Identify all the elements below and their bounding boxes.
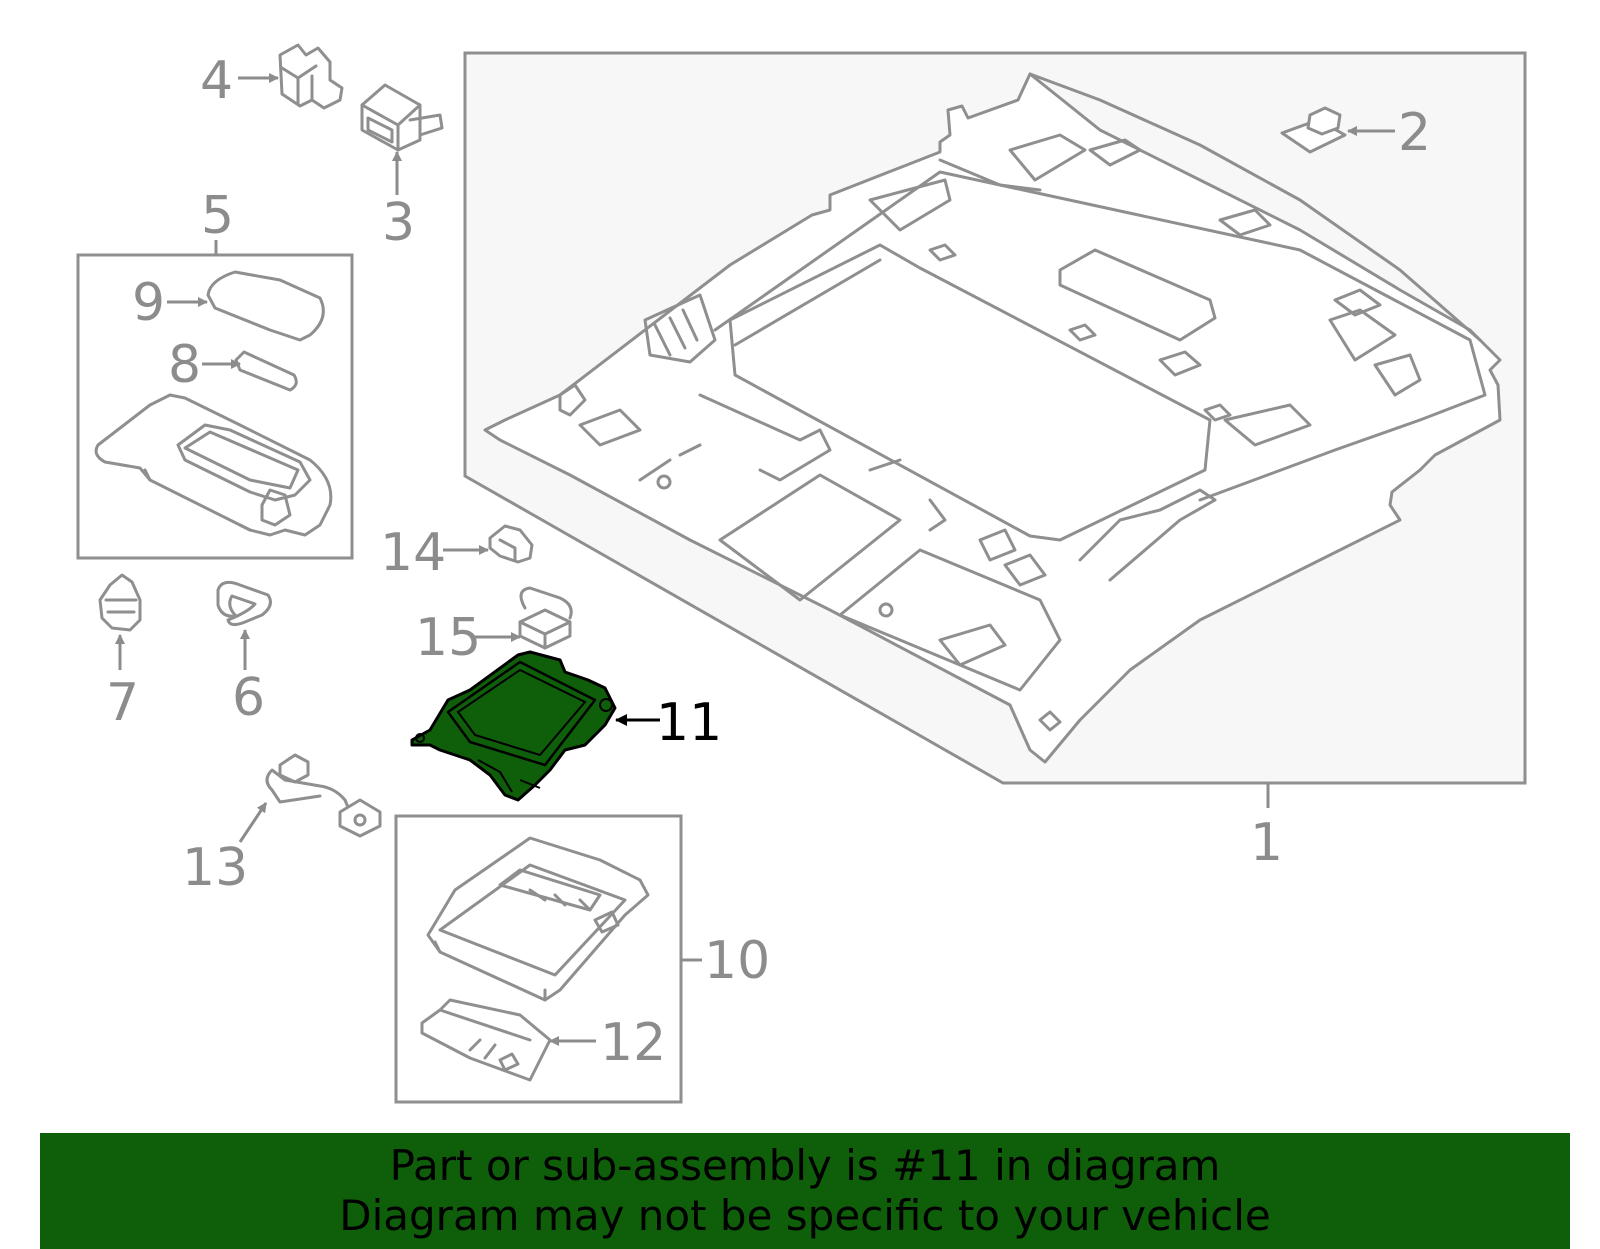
bracket-part-11-highlighted — [410, 650, 617, 802]
clip-part-2 — [1280, 106, 1347, 154]
callout-8: 8 — [168, 335, 201, 395]
callout-7: 7 — [106, 673, 139, 733]
wire-harness-part-13 — [265, 753, 382, 838]
hook-part-4 — [278, 43, 344, 110]
sun-visor — [94, 393, 333, 537]
callout-2: 2 — [1398, 103, 1431, 163]
leader-13 — [238, 802, 268, 843]
callout-5: 5 — [201, 186, 234, 246]
callout-15: 15 — [415, 608, 481, 668]
clip-part-6 — [216, 580, 272, 627]
clip-part-7 — [98, 573, 142, 632]
mirror-cover-part-9 — [206, 270, 325, 342]
callout-4: 4 — [200, 51, 233, 111]
bracket-part-3 — [360, 83, 444, 152]
callout-6: 6 — [232, 668, 265, 728]
bulb-part-8 — [234, 350, 298, 392]
headliner-part-1 — [483, 72, 1502, 764]
clip-part-14 — [488, 524, 534, 564]
callout-10: 10 — [704, 931, 770, 991]
banner-line-2: Diagram may not be specific to your vehi… — [339, 1191, 1271, 1240]
callout-14: 14 — [380, 523, 446, 583]
callout-3: 3 — [382, 193, 415, 253]
banner-line-1: Part or sub-assembly is #11 in diagram — [389, 1141, 1221, 1190]
callout-1: 1 — [1250, 813, 1283, 873]
info-banner: Part or sub-assembly is #11 in diagram D… — [40, 1133, 1570, 1249]
lens-part-12 — [420, 998, 552, 1082]
callout-12: 12 — [600, 1013, 666, 1073]
callout-9: 9 — [132, 273, 165, 333]
callout-13: 13 — [182, 838, 248, 898]
callout-11: 11 — [656, 693, 722, 753]
connector-part-15 — [518, 586, 573, 650]
dome-lamp — [426, 836, 650, 1002]
